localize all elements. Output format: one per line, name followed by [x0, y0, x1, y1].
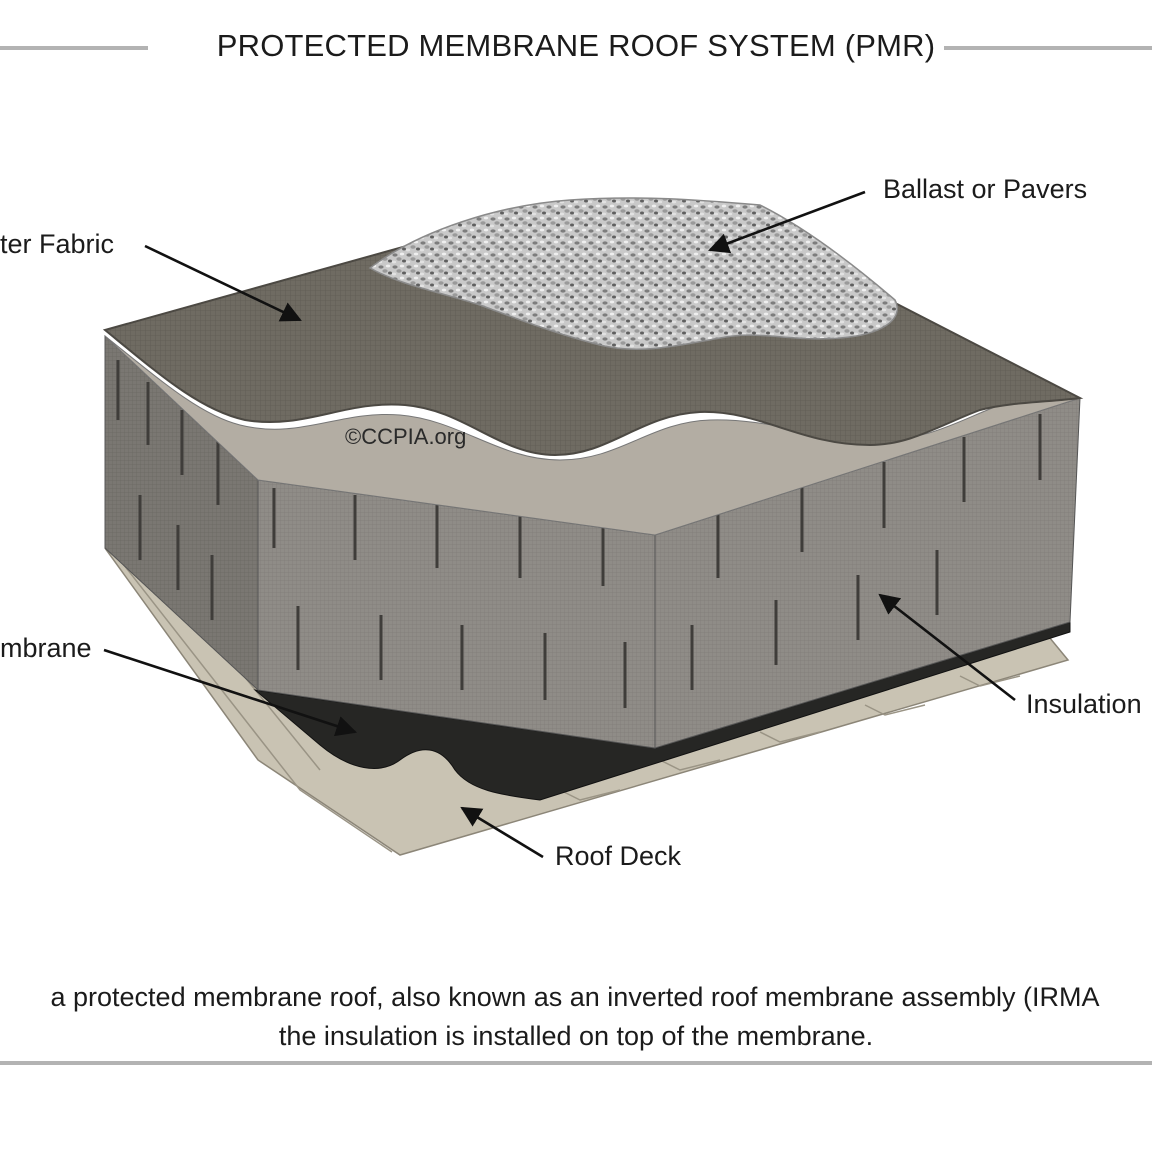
label-roof-deck: Roof Deck	[555, 841, 682, 871]
title-rule-left	[0, 46, 148, 50]
caption-line-1: a protected membrane roof, also known as…	[50, 982, 1100, 1012]
caption-line-2: the insulation is installed on top of th…	[278, 1021, 874, 1051]
leader-arrows	[103, 190, 1016, 859]
insulation-grooves	[116, 360, 1042, 708]
title-rule-right	[944, 46, 1152, 50]
label-membrane: mbrane	[0, 633, 92, 663]
copyright-watermark: ©CCPIA.org	[345, 424, 467, 449]
label-insulation: Insulation	[1026, 689, 1142, 719]
label-ballast-or-pavers: Ballast or Pavers	[883, 174, 1088, 204]
membrane-layer	[253, 621, 1071, 801]
footer-rule	[0, 1061, 1152, 1065]
ballast-gravel-patch	[368, 197, 898, 350]
page-title: PROTECTED MEMBRANE ROOF SYSTEM (PMR)	[216, 28, 936, 63]
label-filter-fabric: ter Fabric	[0, 229, 115, 259]
